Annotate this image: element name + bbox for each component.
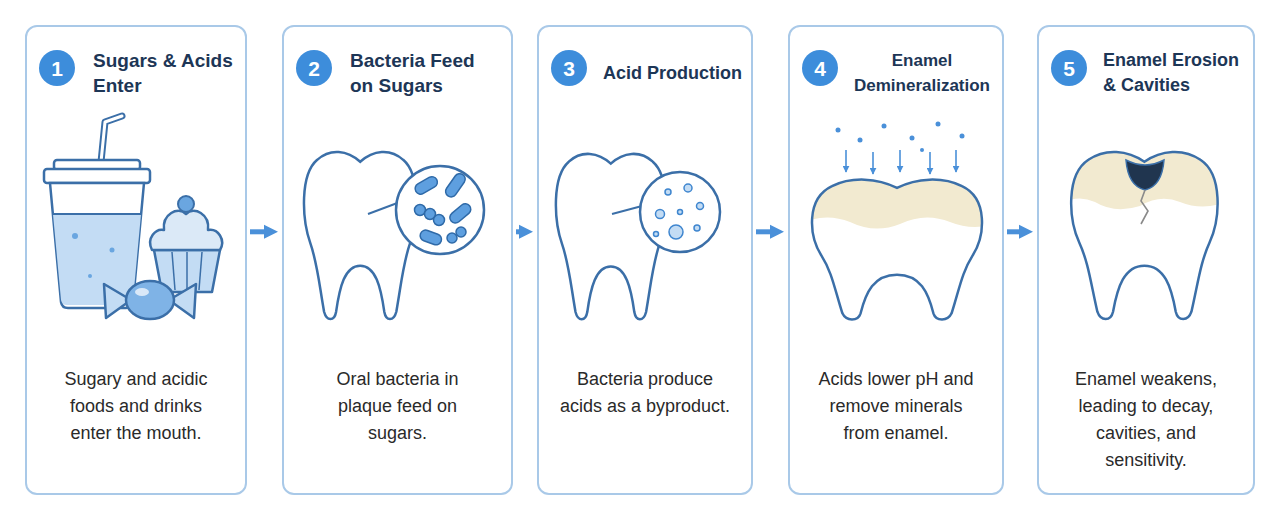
- acid-particle: [656, 210, 665, 219]
- step-title: Bacteria Feed on Sugars: [350, 43, 495, 103]
- bubble: [88, 274, 92, 278]
- enamel-layer: [800, 165, 1000, 229]
- wrapper-ridge: [186, 252, 188, 290]
- tooth-outline: [304, 152, 416, 319]
- acid-particle: [654, 232, 659, 237]
- bacterium: [434, 215, 445, 226]
- acid-particle: [678, 210, 683, 215]
- bacterium: [448, 201, 473, 225]
- candy-highlight: [135, 288, 149, 296]
- step-panel: Acid ProductionBacteria produce acids as…: [537, 25, 753, 495]
- flow-arrow: [756, 229, 770, 234]
- magnifier-circle: [396, 166, 484, 254]
- step-description: Bacteria produce acids as a byproduct.: [558, 366, 733, 420]
- mineral-dot: [910, 136, 915, 141]
- leader-line: [612, 206, 642, 214]
- bacterium: [456, 227, 466, 237]
- cupcake-frosting: [150, 211, 222, 250]
- step-number: 2: [308, 58, 320, 79]
- cavity-hole: [1126, 160, 1164, 190]
- step-number-badge: 2: [296, 50, 332, 86]
- wrapper-ridge: [199, 252, 202, 290]
- flow-arrow: [250, 229, 264, 234]
- acid-arrow: [899, 150, 901, 172]
- step-number-badge: 3: [551, 50, 587, 86]
- connector-group: [250, 231, 1019, 232]
- straw-icon: [101, 116, 122, 162]
- step-number-badge: 4: [802, 50, 838, 86]
- step-title: Acid Production: [603, 43, 749, 103]
- acid-arrow: [845, 150, 847, 172]
- cup-lid: [44, 169, 150, 183]
- straw-fill: [101, 116, 122, 162]
- step-number-badge: 5: [1051, 50, 1087, 86]
- acid-particle: [684, 184, 692, 192]
- mineral-dot: [836, 128, 841, 133]
- bacterium: [413, 175, 439, 197]
- acid-particle: [697, 203, 704, 210]
- step-number: 5: [1063, 58, 1075, 79]
- step-panel: Bacteria Feed on SugarsOral bacteria in …: [282, 25, 513, 495]
- straw-outline: [101, 116, 122, 162]
- tooth-cavity-illustration: [1060, 140, 1230, 319]
- step-title: Enamel Erosion & Cavities: [1103, 43, 1251, 103]
- step-number-badge: 1: [39, 50, 75, 86]
- cupcake-icon: [150, 196, 222, 292]
- step-description: Sugary and acidic foods and drinks enter…: [51, 366, 221, 447]
- mineral-dot: [920, 148, 924, 152]
- step-number: 1: [51, 58, 63, 79]
- step-description: Enamel weakens, leading to decay, caviti…: [1061, 366, 1231, 474]
- flow-arrow: [1007, 229, 1019, 234]
- flow-arrow: [516, 229, 519, 234]
- mineral-dot: [960, 134, 965, 139]
- cupcake-cherry: [178, 196, 194, 212]
- mineral-dot: [858, 138, 863, 143]
- step-panel: Enamel Erosion & CavitiesEnamel weakens,…: [1037, 25, 1255, 495]
- liquid-line: [53, 213, 141, 215]
- step-panel: Enamel DemineralizationAcids lower pH an…: [788, 25, 1004, 495]
- candy-body: [126, 281, 174, 319]
- enamel-layer: [1060, 140, 1230, 209]
- candy-icon: [104, 281, 196, 319]
- bubble: [110, 248, 115, 253]
- step-description: Oral bacteria in plaque feed on sugars.: [313, 366, 483, 447]
- step-number: 3: [563, 58, 575, 79]
- wrapper-ridge: [172, 252, 175, 290]
- acid-particle: [669, 225, 683, 239]
- bacterium: [419, 229, 443, 247]
- acid-arrow: [872, 152, 874, 174]
- tooth-outline: [812, 180, 982, 320]
- enamel-crack: [1141, 190, 1148, 224]
- bacterium: [443, 171, 467, 199]
- tooth-acid-illustration: [556, 154, 720, 319]
- tooth-bacteria-illustration: [304, 152, 484, 319]
- bacterium: [447, 233, 457, 243]
- tooth-demineralization-illustration: [800, 122, 1000, 320]
- step-panel: Sugars & Acids EnterSugary and acidic fo…: [25, 25, 247, 495]
- bubble: [72, 233, 78, 239]
- mineral-dot: [882, 124, 887, 129]
- mineral-dot: [936, 122, 941, 127]
- magnifier-circle: [640, 172, 720, 252]
- step-number: 4: [814, 58, 826, 79]
- tooth-outline: [1071, 152, 1217, 319]
- acid-particle: [665, 189, 671, 195]
- step-title: Enamel Demineralization: [848, 43, 996, 103]
- acid-arrow: [929, 152, 931, 174]
- step-title: Sugars & Acids Enter: [93, 43, 233, 103]
- acid-particle: [694, 225, 700, 231]
- step-description: Acids lower pH and remove minerals from …: [811, 366, 981, 447]
- acid-arrow: [955, 150, 957, 172]
